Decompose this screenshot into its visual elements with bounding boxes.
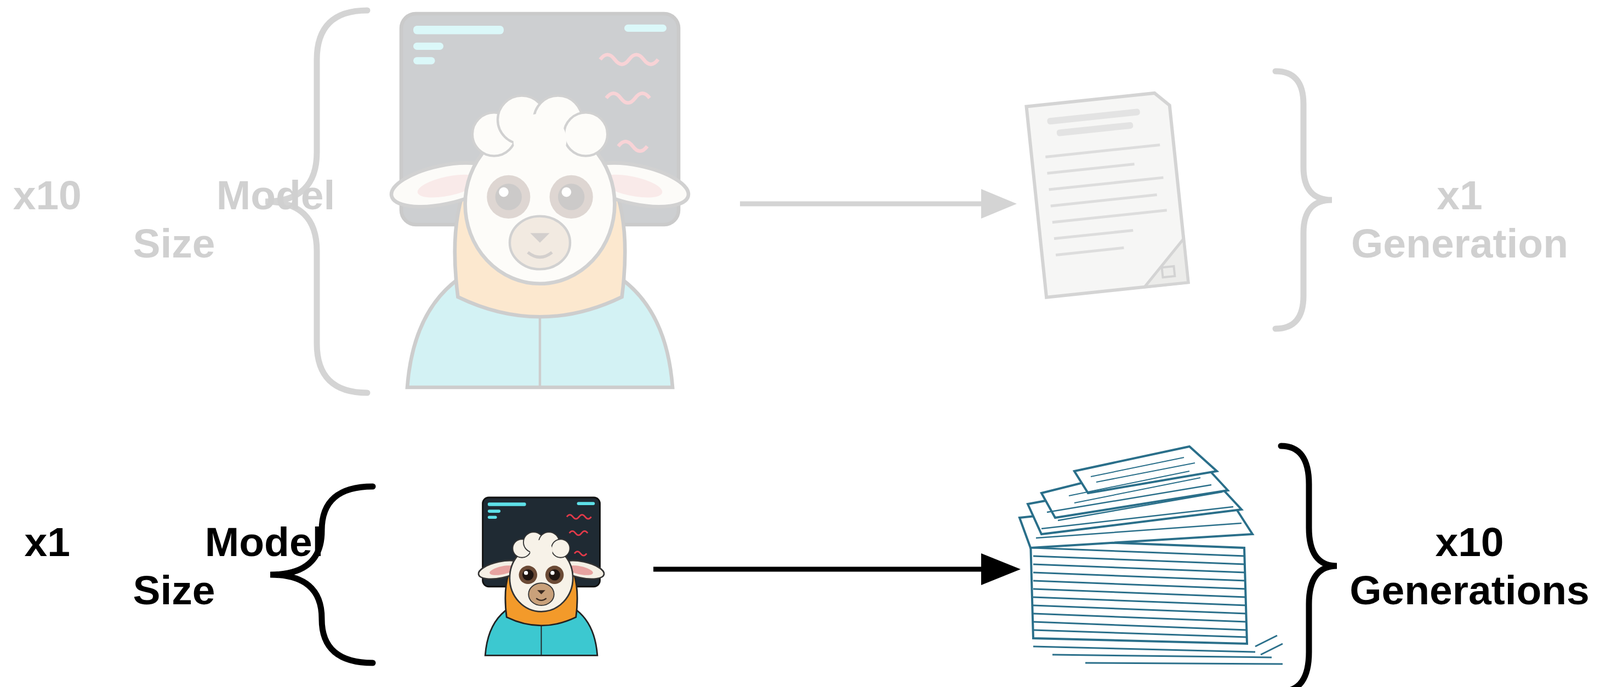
scale-label: x1 Model Size bbox=[4, 517, 344, 615]
drawing-rect bbox=[1162, 266, 1176, 278]
arrow-line bbox=[739, 201, 987, 207]
brace bbox=[1275, 71, 1332, 329]
drawing-use bbox=[387, 13, 693, 388]
drawing-path bbox=[1074, 446, 1217, 494]
scale-label: x1 Generation bbox=[1349, 171, 1570, 268]
arrow-head bbox=[981, 189, 1017, 219]
drawing-line bbox=[1055, 247, 1124, 255]
llama-large bbox=[387, 13, 693, 388]
arrow-head bbox=[981, 553, 1021, 586]
document bbox=[1026, 91, 1189, 298]
brace bbox=[1280, 446, 1337, 687]
drawing-line bbox=[1046, 164, 1135, 174]
scale-label: x10 Model Size bbox=[4, 171, 344, 268]
drawing-path bbox=[1068, 457, 1201, 504]
drawing-rect bbox=[1046, 108, 1141, 125]
drawing-use bbox=[476, 497, 606, 656]
drawing-path bbox=[1030, 539, 1248, 645]
brace bbox=[270, 486, 373, 664]
drawing-line bbox=[1054, 230, 1133, 239]
drawing-path bbox=[1035, 485, 1242, 539]
drawing-path bbox=[1033, 635, 1283, 665]
drawing-rect bbox=[1056, 121, 1133, 137]
paper-stack bbox=[1019, 446, 1283, 665]
drawing-path bbox=[1140, 238, 1189, 288]
drawing-line bbox=[1045, 144, 1160, 157]
scale-label: x10 Generations bbox=[1347, 517, 1592, 615]
llama-small bbox=[476, 497, 606, 656]
drawing-line bbox=[1052, 210, 1167, 223]
drawing-line bbox=[1050, 195, 1158, 207]
drawing-path bbox=[1033, 548, 1248, 638]
drawing-path bbox=[1026, 91, 1189, 298]
drawing-line bbox=[1049, 177, 1164, 190]
arrow-line bbox=[653, 567, 987, 573]
